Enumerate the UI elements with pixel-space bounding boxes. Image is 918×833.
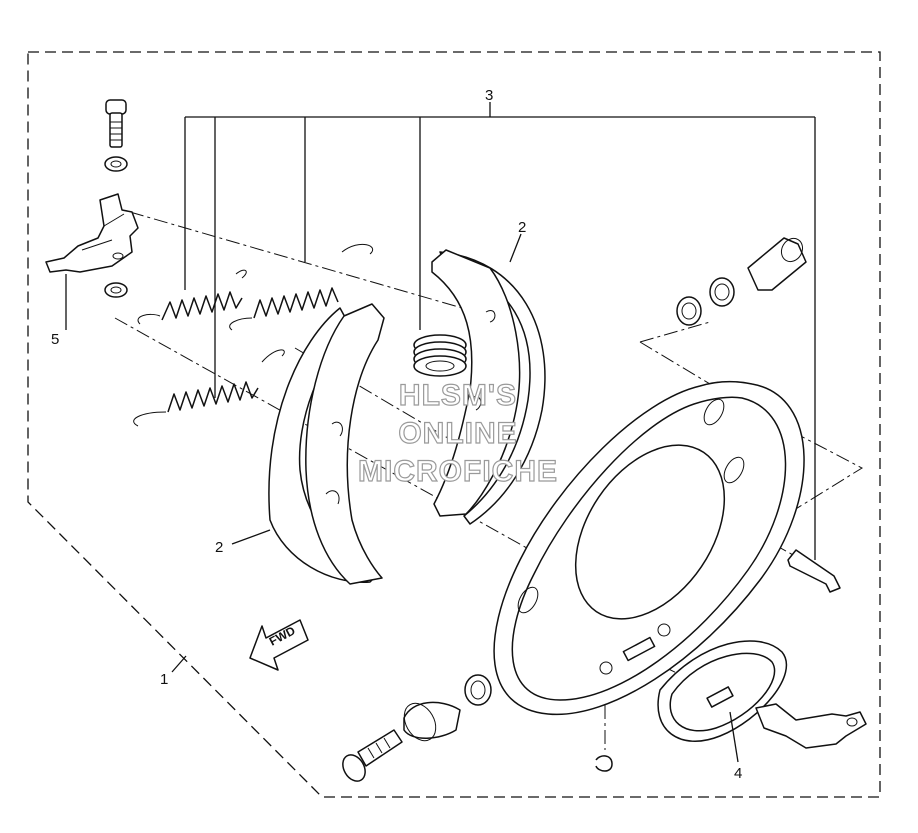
screw-icon [342,729,403,782]
callout-4: 4 [734,765,742,782]
o-ring-icon [464,674,492,706]
callout-2-shoe-left: 2 [215,539,223,556]
adjuster-plug-icon [747,237,807,291]
pin-bolt-icon [787,549,841,593]
seal-ring-small-icon [676,296,702,326]
callout-2-shoe-right: 2 [518,219,526,236]
washer-lower-icon [104,282,128,298]
seal-ring-icon [709,277,735,307]
callout-leaders [65,233,739,763]
callout-3-bracket [184,102,816,560]
fwd-arrow-icon: FWD [249,619,309,671]
brake-shoe-left-icon [268,303,385,585]
spring-lower-icon [133,349,285,427]
assembly-boundary [27,51,881,798]
callout-1: 1 [160,671,168,688]
spring-upper-left-icon [137,269,247,325]
bolt-icon [105,99,127,148]
callout-5: 5 [51,331,59,348]
spring-upper-middle-icon [229,243,373,331]
callout-3: 3 [485,87,493,104]
washer-icon [104,156,128,172]
lever-bracket-icon [45,193,139,273]
adjusting-nut-icon [403,701,461,742]
watermark-line-1: HLSM'S [399,379,517,412]
brake-shoe-right-icon [431,249,546,525]
coil-spring-icon [413,334,467,377]
watermark-line-2: ONLINE [398,417,517,450]
boot-cover-icon [657,640,788,742]
watermark-line-3: MICROFICHE [358,455,558,488]
backing-plate-icon [493,380,805,716]
lever-arm-icon [755,703,867,749]
e-clip-icon [595,755,613,772]
watermark: HLSM'S ONLINE MICROFICHE [357,378,558,488]
